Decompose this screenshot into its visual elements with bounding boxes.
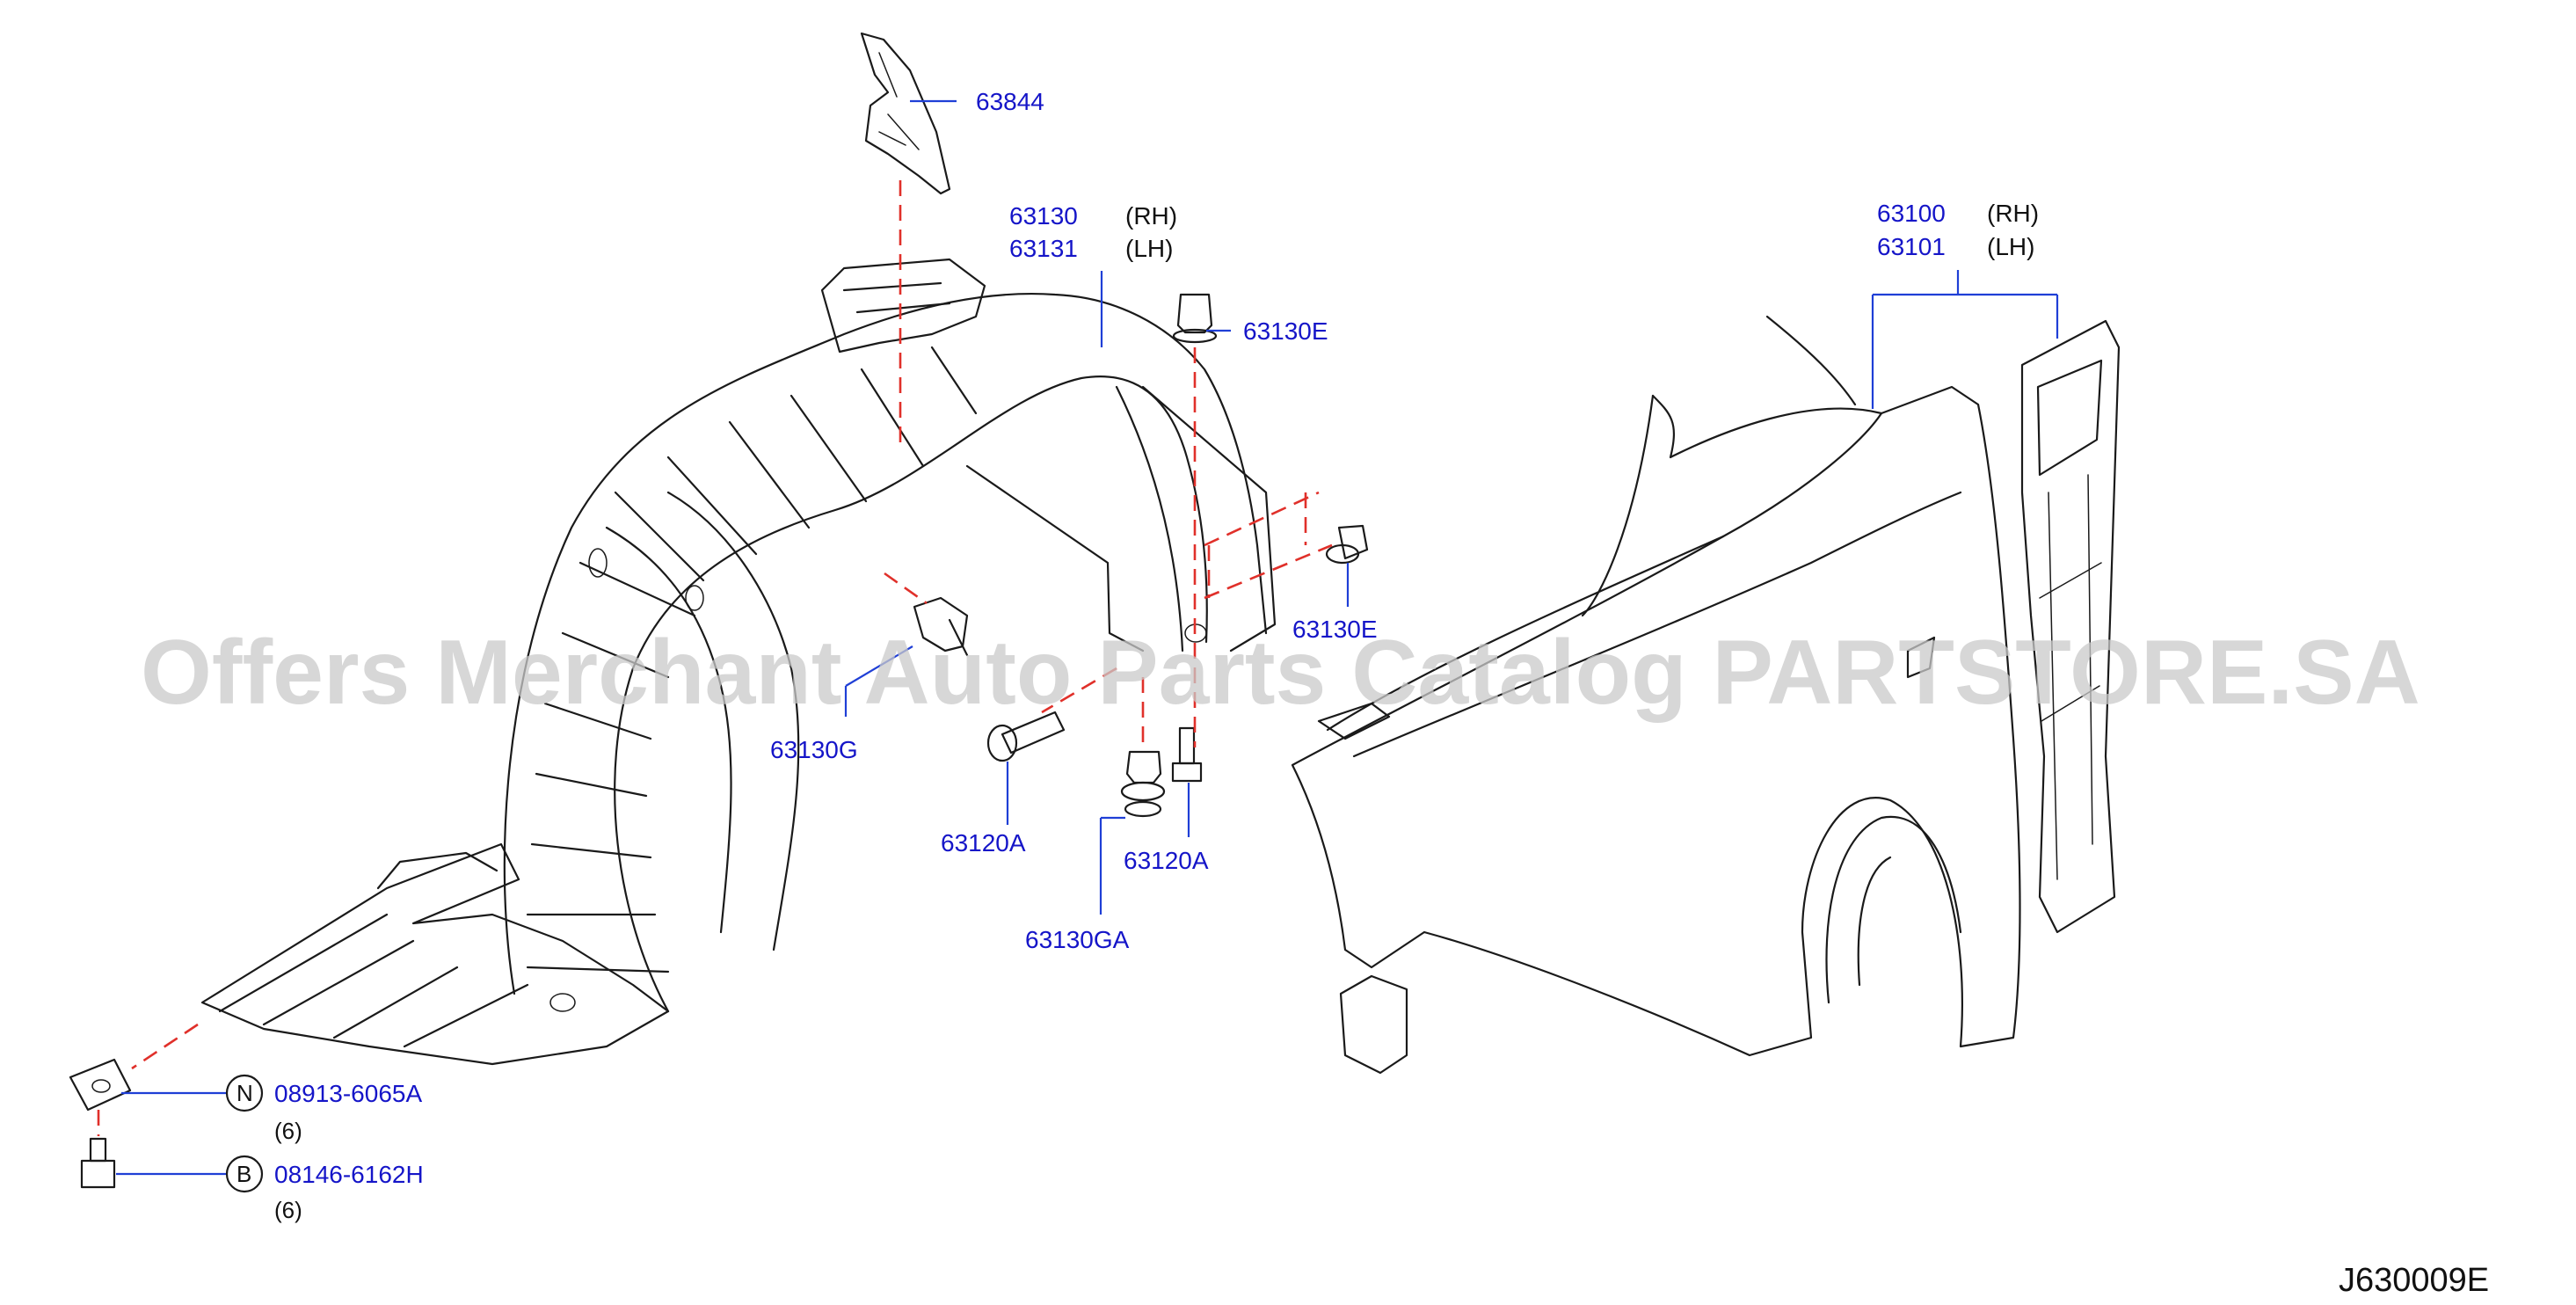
part-label-63844[interactable]: 63844	[976, 88, 1044, 115]
side-label-rh-fender: (RH)	[1987, 200, 2039, 227]
part-label-63130e-mid[interactable]: 63130E	[1292, 616, 1378, 643]
fender-liner-illustration	[200, 258, 1277, 1066]
side-label-lh-fender: (LH)	[1987, 233, 2034, 260]
quantity-b: (6)	[274, 1197, 302, 1223]
front-fender-illustration	[1291, 315, 2021, 1075]
fender-protector-strip-illustration	[2020, 319, 2121, 934]
part-label-63120a-right[interactable]: 63120A	[1124, 847, 1209, 874]
part-label-08913-6065a[interactable]: 08913-6065A	[274, 1080, 422, 1107]
part-label-63130ga[interactable]: 63130GA	[1025, 926, 1130, 953]
part-label-63130e-top[interactable]: 63130E	[1243, 317, 1328, 345]
part-label-08146-6162h[interactable]: 08146-6162H	[274, 1161, 424, 1188]
badge-b: B	[225, 1155, 264, 1193]
part-label-63130g[interactable]: 63130G	[770, 736, 858, 763]
fasteners-illustration	[69, 293, 1369, 1189]
part-label-63130[interactable]: 63130	[1009, 202, 1078, 230]
part-label-63120a-left[interactable]: 63120A	[941, 829, 1026, 857]
fender-seal-illustration	[860, 32, 951, 195]
leader-lines	[116, 99, 2059, 1176]
part-label-63131[interactable]: 63131	[1009, 235, 1078, 262]
badge-b-letter: B	[236, 1161, 251, 1187]
side-label-rh: (RH)	[1125, 202, 1177, 230]
badge-n: N	[225, 1074, 264, 1112]
watermark-text: Offers Merchant Auto Parts Catalog PARTS…	[141, 622, 2420, 724]
diagram-reference: J630009E	[2339, 1262, 2489, 1299]
part-label-63101[interactable]: 63101	[1877, 233, 1946, 260]
part-label-63100[interactable]: 63100	[1877, 200, 1946, 227]
side-label-lh: (LH)	[1125, 235, 1173, 262]
quantity-n: (6)	[274, 1118, 302, 1144]
assembly-lines	[97, 180, 1333, 1136]
badge-n-letter: N	[236, 1080, 253, 1106]
